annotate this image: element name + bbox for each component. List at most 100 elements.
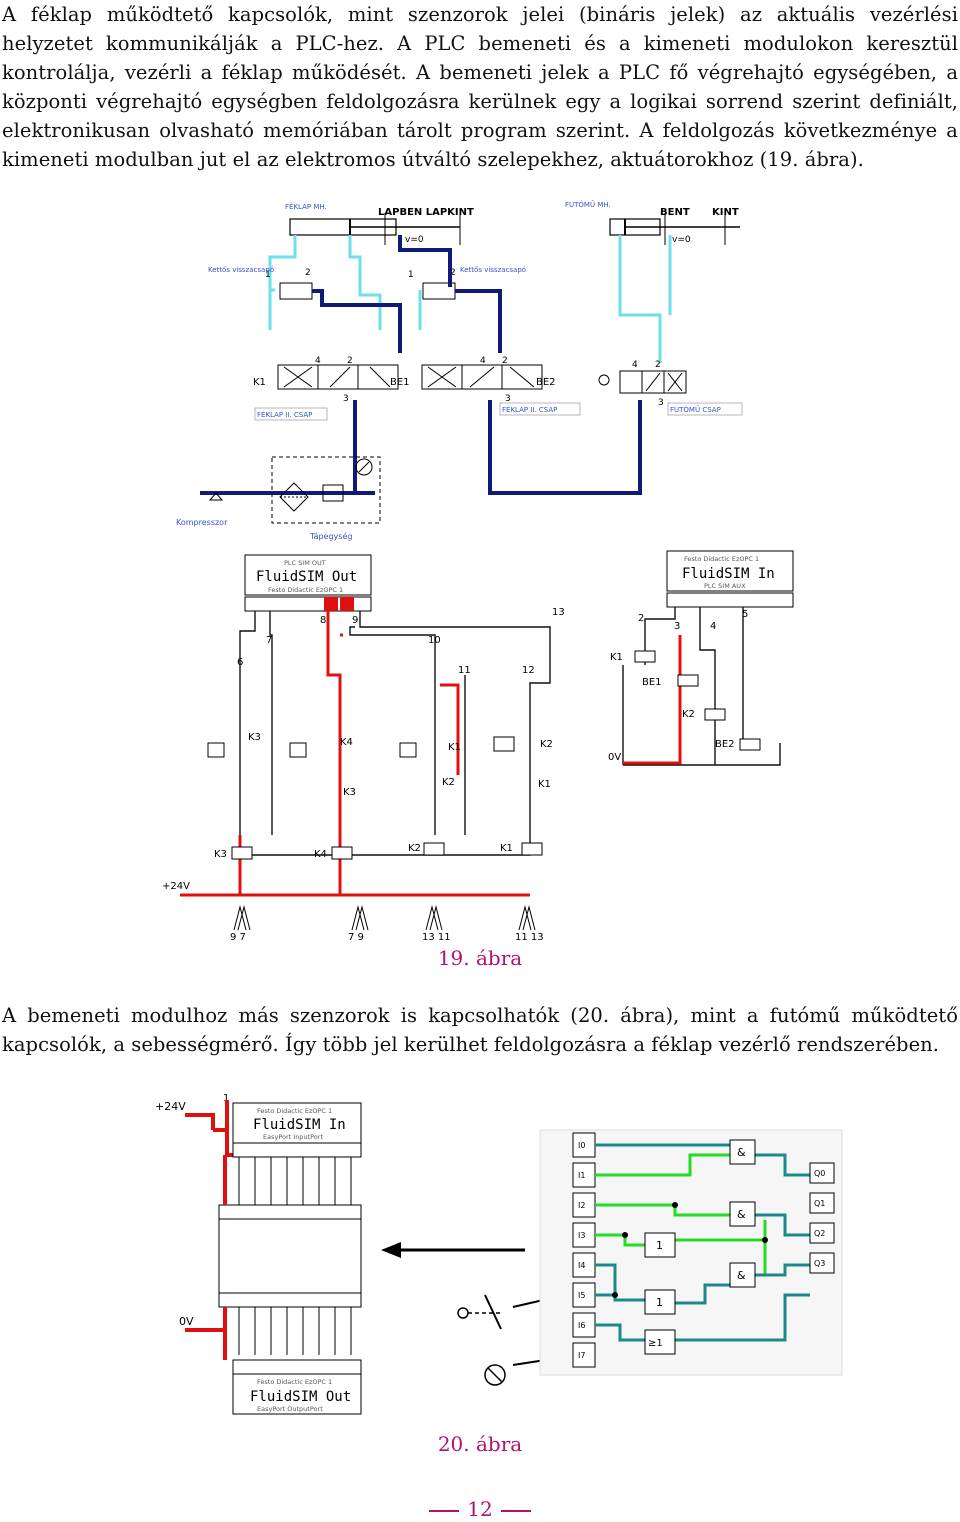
n2b: 2: [450, 268, 456, 278]
input-i2: I2: [578, 1201, 585, 1210]
cylinder-2-label: FUTÓMŰ MH.: [565, 200, 611, 209]
paragraph-line: elektronikusan olvasható memóriában táro…: [2, 119, 958, 142]
rung-num-5: 5: [742, 609, 748, 620]
rung-num-3: 3: [674, 621, 680, 632]
n4a: 4: [315, 356, 321, 366]
cylinder-1-label: FÉKLAP MH.: [285, 202, 327, 211]
f20-out-title: FluidSIM Out: [250, 1389, 351, 1405]
cylinder-1-v0: v=0: [405, 235, 424, 245]
f20-plus24: +24V: [155, 1100, 186, 1113]
f20-in-sub: EasyPort InputPort: [263, 1133, 323, 1141]
input-i3: I3: [578, 1231, 585, 1240]
compressor-label: Kompresszor: [176, 518, 228, 527]
rung-be1: BE1: [642, 677, 662, 688]
output-q2: Q2: [814, 1229, 825, 1238]
bottom-label-3: 13 11: [422, 932, 451, 943]
rung-num-4: 4: [710, 621, 716, 632]
valve-gear: [598, 370, 687, 394]
figure-20-caption: 20. ábra: [437, 1432, 523, 1456]
paragraph-line: A bemeneti modulhoz más szenzorok is kap…: [2, 1004, 958, 1027]
gate-or: ≥1: [648, 1338, 663, 1349]
rung-k1: K1: [610, 652, 623, 663]
label-be1: BE1: [390, 377, 410, 388]
cylinder-2-bent: BENT: [660, 207, 690, 218]
plus-24v: +24V: [162, 881, 190, 892]
n1b: 1: [408, 270, 414, 280]
input-i0: I0: [578, 1141, 585, 1150]
electrical-circuit: PLC SIM OUT FluidSIM Out Festo Didactic …: [162, 550, 794, 943]
f20-out-sub: EasyPort OutputPort: [257, 1405, 323, 1413]
page-number-dash-right: [500, 1509, 531, 1512]
input-i1: I1: [578, 1171, 585, 1180]
cylinder-2-kint: KINT: [712, 207, 739, 218]
coil-k2: K2: [408, 843, 421, 854]
contact-k1: K1: [448, 742, 461, 753]
output-q0: Q0: [814, 1169, 825, 1178]
plc-out-title: FluidSIM Out: [256, 569, 357, 585]
contact-k1b: K1: [538, 779, 551, 790]
f20-out-top: Festo Didactic EzOPC 1: [257, 1378, 332, 1386]
csap-3-label: FUTÓMŰ CSAP: [670, 405, 721, 414]
page-number: 12: [0, 1497, 960, 1521]
zero-volt: 0V: [608, 752, 621, 763]
csap-1-label: FÉKLAP II. CSAP: [257, 410, 312, 419]
label-k1: K1: [253, 377, 266, 388]
f20-one: 1: [223, 1093, 229, 1104]
plc-in-sub: PLC SIM AUX: [704, 582, 746, 590]
wire-7: 7: [266, 635, 272, 646]
figure-20-diagram: +24V 1 Festo Didactic EzOPC 1 FluidSIM I…: [155, 1093, 843, 1415]
wire-13: 13: [552, 607, 565, 618]
paragraph-line: központi végrehajtó egységben feldolgozá…: [2, 90, 958, 113]
gate-and-1: &: [737, 1146, 746, 1159]
f20-in-title: FluidSIM In: [253, 1117, 346, 1133]
contact-k3b: K3: [343, 787, 356, 798]
plc-in-title: FluidSIM In: [682, 566, 775, 582]
figure-19-caption: 19. ábra: [437, 946, 523, 970]
output-q3: Q3: [814, 1259, 825, 1268]
contact-k3: K3: [248, 732, 261, 743]
n3c: 3: [658, 398, 664, 408]
output-q1: Q1: [814, 1199, 825, 1208]
valve-k2-be2: [421, 364, 543, 390]
coil-k4: K4: [314, 849, 327, 860]
paragraph-line: kapcsolók, a sebességmérő. Így több jel …: [2, 1033, 940, 1056]
paragraph-line: kontrolálja, vezérli a féklap működését.…: [2, 61, 958, 84]
wire-11: 11: [458, 665, 471, 676]
gate-not-2: 1: [656, 1296, 663, 1309]
logic-diagram: I0 I1 I2 I3 I4 I5 I6 I7: [539, 1129, 843, 1376]
rung-k2: K2: [682, 709, 695, 720]
gate-not-1: 1: [656, 1239, 663, 1252]
valve-note-left: Kettős visszacsapó: [208, 265, 274, 274]
wire-6: 6: [237, 657, 243, 668]
pneumatic-circuit: FÉKLAP MH. LAPBEN LAPKINT v=0 FUTÓMŰ MH.…: [176, 200, 743, 541]
f20-in-top: Festo Didactic EzOPC 1: [257, 1107, 332, 1115]
n3b: 3: [505, 394, 511, 404]
input-i5: I5: [578, 1291, 585, 1300]
plc-in-top: Festo Didactic EzOPC 1: [684, 555, 759, 563]
valve-note-right: Kettős visszacsapó: [460, 265, 526, 274]
n4c: 4: [632, 360, 638, 370]
wire-10: 10: [428, 635, 441, 646]
n2c: 2: [347, 356, 353, 366]
wire-8: 8: [320, 615, 326, 626]
supply-unit-label: Tápegység: [309, 531, 352, 541]
label-be2: BE2: [536, 377, 556, 388]
valve-k1-be1: [277, 364, 399, 390]
bottom-label-4: 11 13: [515, 932, 544, 943]
page-number-value: 12: [467, 1497, 493, 1521]
n1: 1: [265, 270, 271, 280]
n2e: 2: [655, 360, 661, 370]
n4b: 4: [480, 356, 486, 366]
paragraph-line: helyzetet kommunikálják a PLC-hez. A PLC…: [2, 32, 958, 55]
n2: 2: [305, 268, 311, 278]
contact-k2b: K2: [442, 777, 455, 788]
paragraph-line: A féklap működtető kapcsolók, mint szenz…: [2, 3, 958, 26]
n2d: 2: [502, 356, 508, 366]
n3a: 3: [343, 394, 349, 404]
plc-out-sub: Festo Didactic EzOPC 1: [268, 586, 343, 594]
plc-io-module: +24V 1 Festo Didactic EzOPC 1 FluidSIM I…: [155, 1093, 362, 1415]
rung-num-2: 2: [638, 613, 644, 624]
wire-12: 12: [522, 665, 535, 676]
figure-19-diagram: FÉKLAP MH. LAPBEN LAPKINT v=0 FUTÓMŰ MH.…: [162, 200, 794, 943]
paragraph-line: kimeneti modulban jut el az elektromos ú…: [2, 148, 864, 171]
